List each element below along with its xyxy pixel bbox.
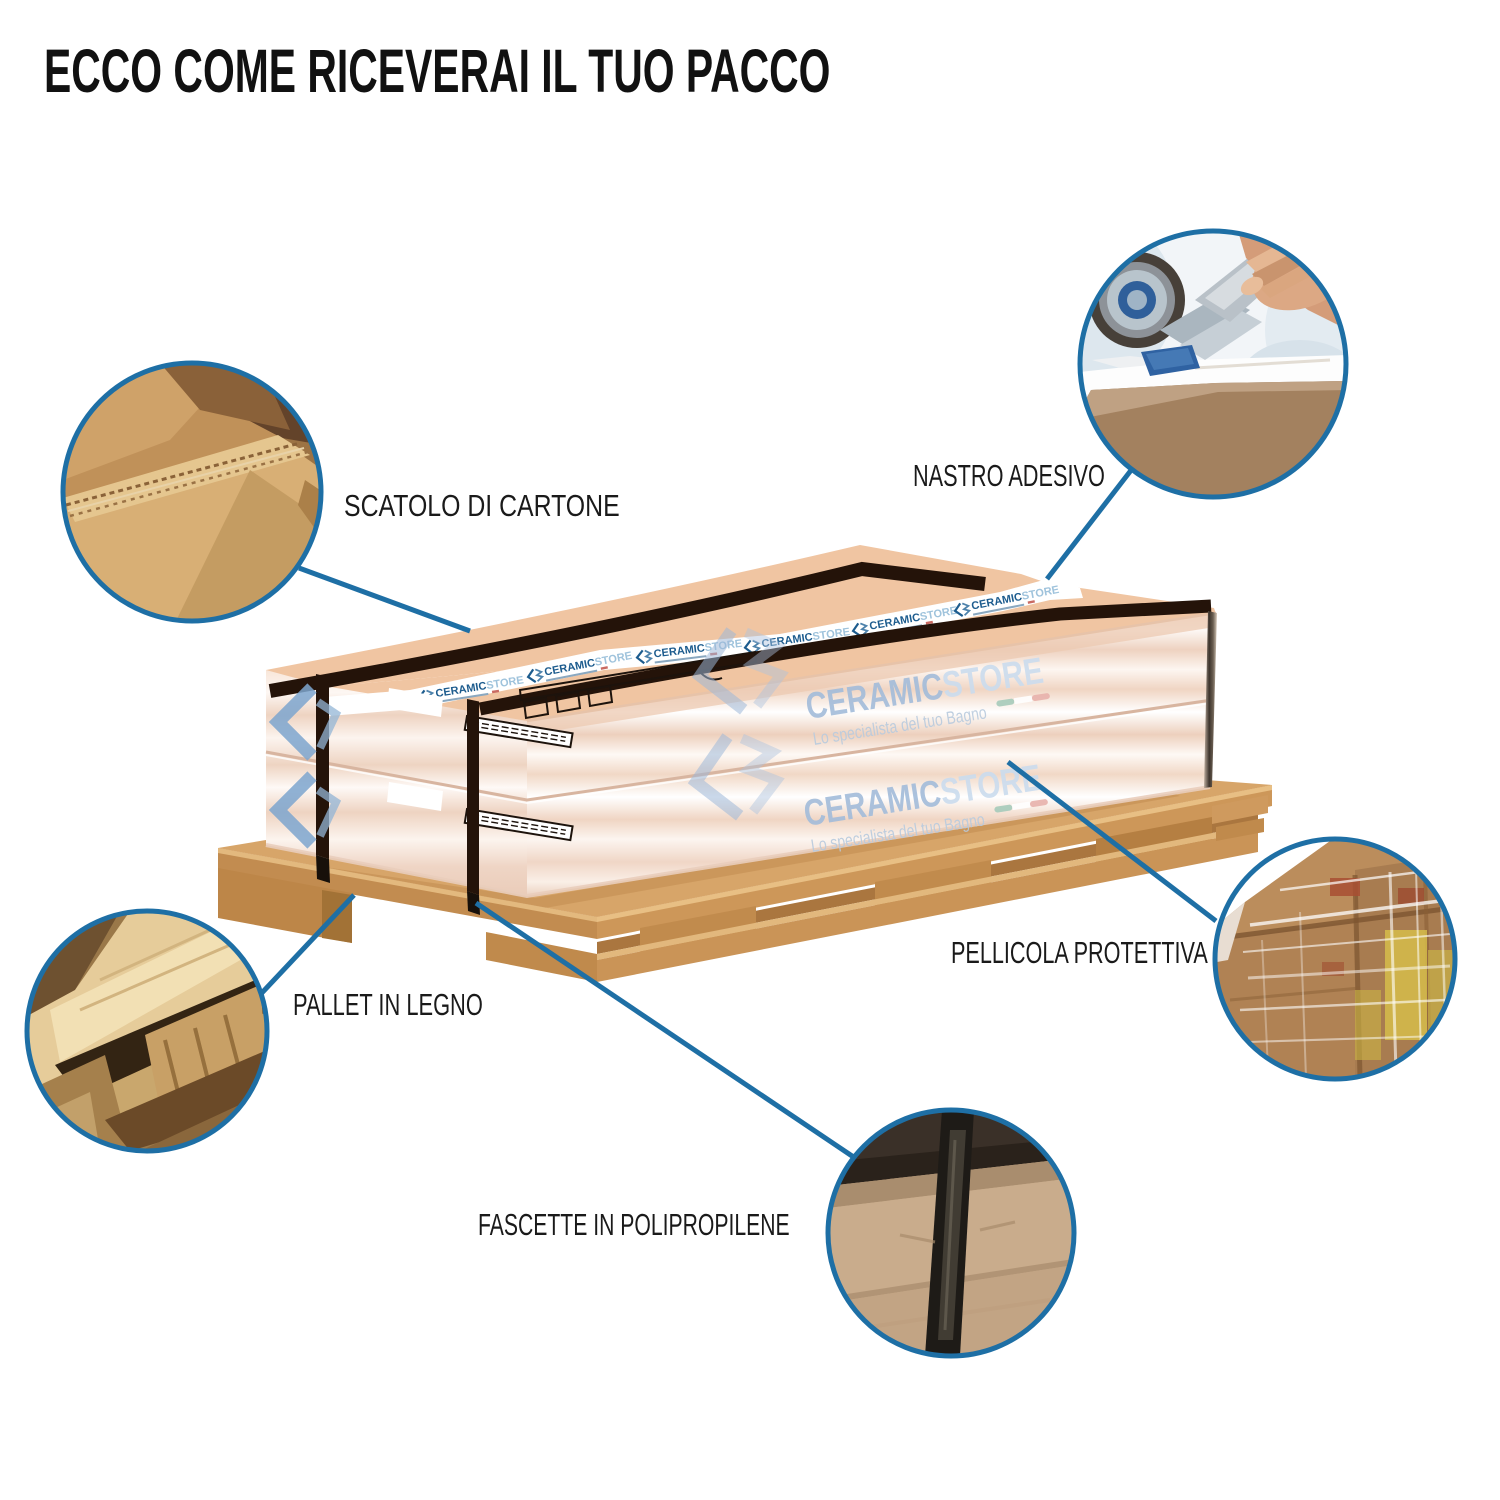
svg-text:PELLICOLA PROTETTIVA: PELLICOLA PROTETTIVA bbox=[951, 935, 1208, 970]
svg-text:NASTRO ADESIVO: NASTRO ADESIVO bbox=[913, 458, 1105, 493]
svg-text:PALLET IN LEGNO: PALLET IN LEGNO bbox=[293, 987, 483, 1022]
svg-text:SCATOLO DI CARTONE: SCATOLO DI CARTONE bbox=[344, 488, 620, 522]
svg-text:FASCETTE IN POLIPROPILENE: FASCETTE IN POLIPROPILENE bbox=[478, 1207, 790, 1242]
